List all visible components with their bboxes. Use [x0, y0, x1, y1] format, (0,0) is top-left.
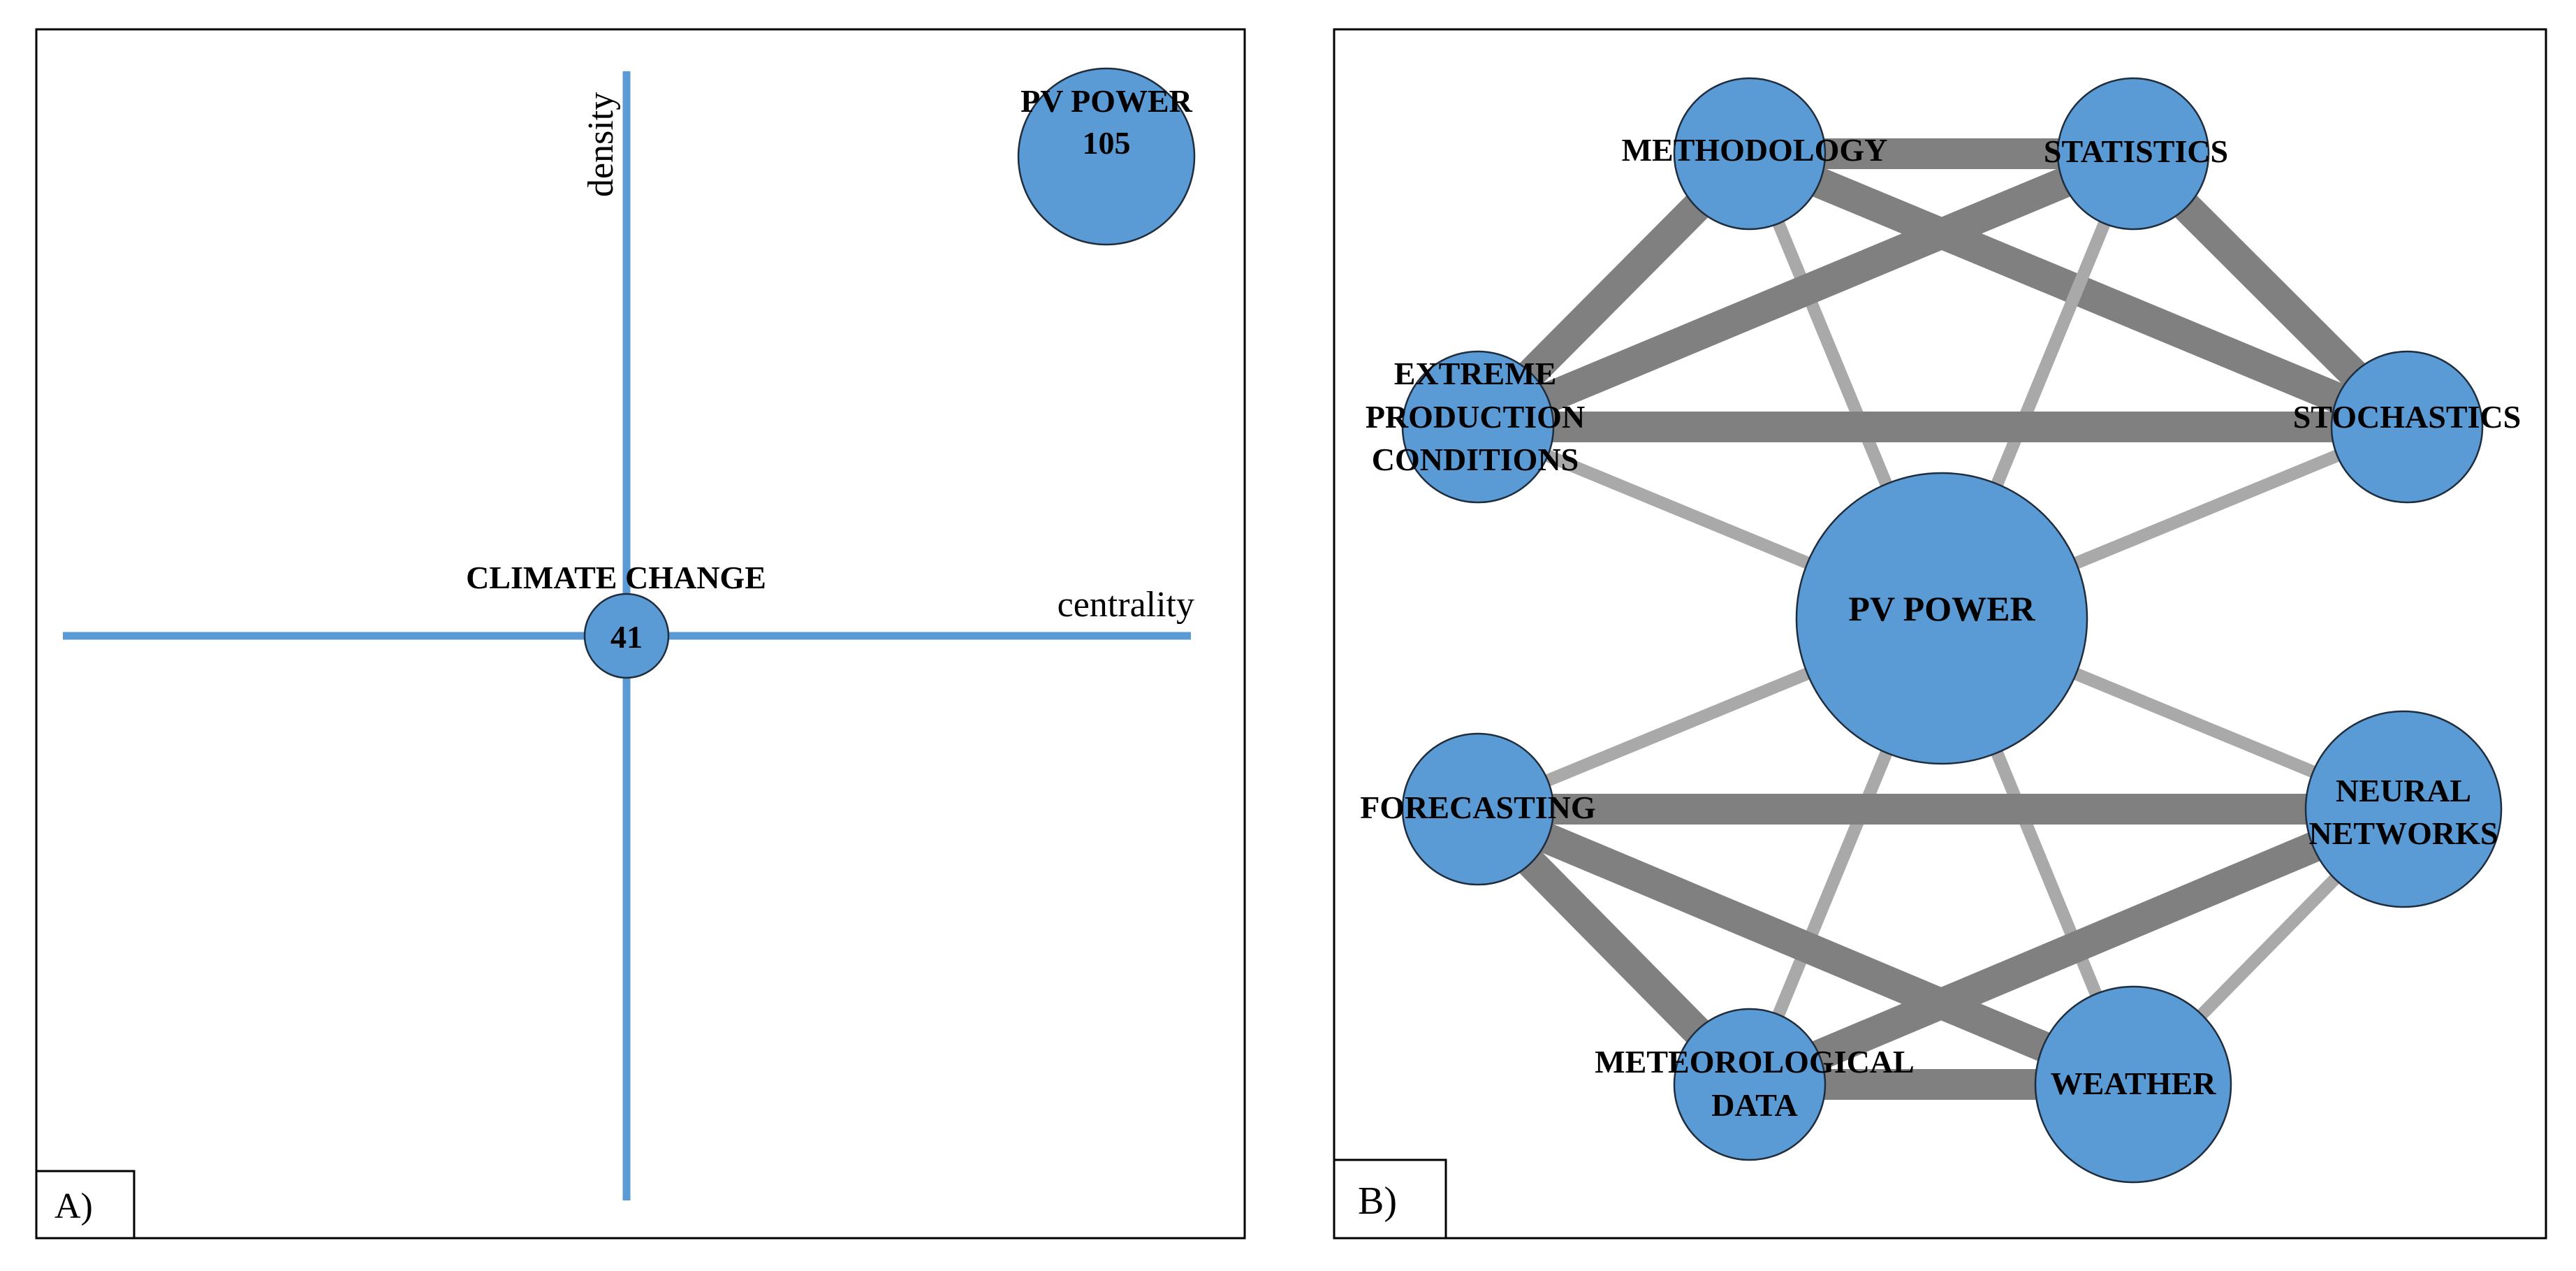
- node-label-extreme: PRODUCTION: [1366, 399, 1585, 435]
- panel-a-frame: [35, 28, 1246, 1240]
- panel-b: B) METHODOLOGY STATISTICS EXTREME PRODUCTIO…: [1333, 28, 2547, 1240]
- node-label-forecasting: FORECASTING: [1360, 790, 1595, 825]
- node-neural: [2304, 710, 2503, 908]
- node-forecasting: [1401, 732, 1555, 886]
- axis-x-label: centrality: [1058, 585, 1194, 625]
- cluster-climate-change-name: CLIMATE CHANGE: [466, 560, 766, 595]
- cluster-climate-change-bubble: [583, 593, 670, 679]
- node-meteo: [1673, 1008, 1827, 1161]
- cluster-pv-power-name: PV POWER: [1020, 83, 1193, 119]
- node-stochastics: [2330, 350, 2484, 504]
- node-label-methodology: METHODOLOGY: [1622, 132, 1888, 168]
- node-weather: [2034, 985, 2232, 1184]
- panel-b-frame: [1333, 28, 2547, 1240]
- panel-b-tag: B): [1358, 1179, 1397, 1223]
- panel-a-tag: A): [54, 1186, 93, 1226]
- edge-statistics-extreme: [1472, 139, 2139, 442]
- cluster-pv-power-bubble: [1017, 67, 1196, 246]
- panel-a: A) centrality centrality density PV POWE…: [35, 28, 1246, 1240]
- axis-y-label-rotated: density: [581, 92, 621, 197]
- node-label-neural: NEURAL: [2336, 773, 2471, 808]
- node-label-weather: WEATHER: [2051, 1066, 2217, 1101]
- panel-a-tag-box: [35, 1170, 136, 1240]
- node-label-meteo: DATA: [1711, 1087, 1798, 1123]
- node-extreme: [1401, 350, 1555, 504]
- network-nodes: METHODOLOGY STATISTICS EXTREME PRODUCTION CO…: [1360, 77, 2521, 1184]
- cluster-climate-change-value: 41: [610, 619, 643, 655]
- node-statistics: [2056, 77, 2210, 231]
- cluster-pv-power-value: 105: [1083, 125, 1131, 161]
- node-label-meteo: METEOROLOGICAL: [1595, 1044, 1915, 1080]
- edge-forecasting-weather: [1472, 794, 2139, 1099]
- node-label-extreme: EXTREME: [1394, 356, 1557, 391]
- node-methodology: [1673, 77, 1827, 231]
- panel-b-tag-box: [1333, 1159, 1447, 1240]
- node-label-statistics: STATISTICS: [2044, 133, 2228, 169]
- edge-meteo-neural: [1743, 794, 2410, 1099]
- node-label-stochastics: STOCHASTICS: [2293, 399, 2521, 435]
- node-label-neural: NETWORKS: [2309, 815, 2498, 851]
- node-label-extreme: CONDITIONS: [1372, 442, 1579, 477]
- node-label-pvpower: PV POWER: [1848, 589, 2035, 628]
- node-pvpower: [1795, 472, 2088, 765]
